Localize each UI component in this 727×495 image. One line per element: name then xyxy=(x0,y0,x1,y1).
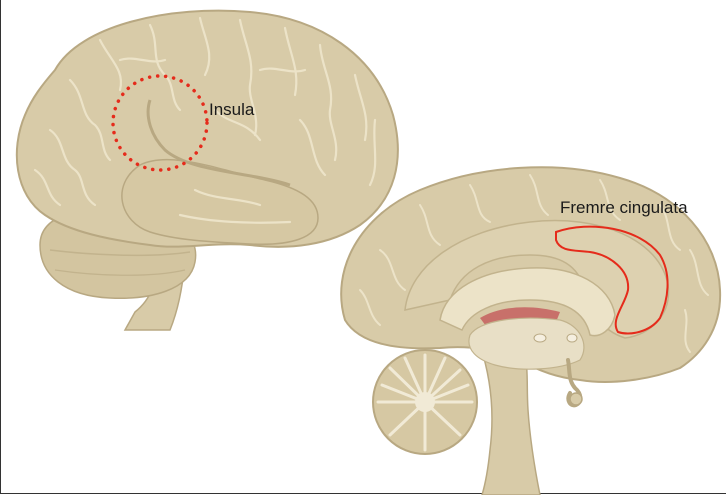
insula-label: Insula xyxy=(209,100,254,120)
medial-cerebellum xyxy=(373,350,477,454)
anterior-cingulate-label: Fremre cingulata xyxy=(560,198,688,218)
lateral-brain-view xyxy=(17,11,398,330)
